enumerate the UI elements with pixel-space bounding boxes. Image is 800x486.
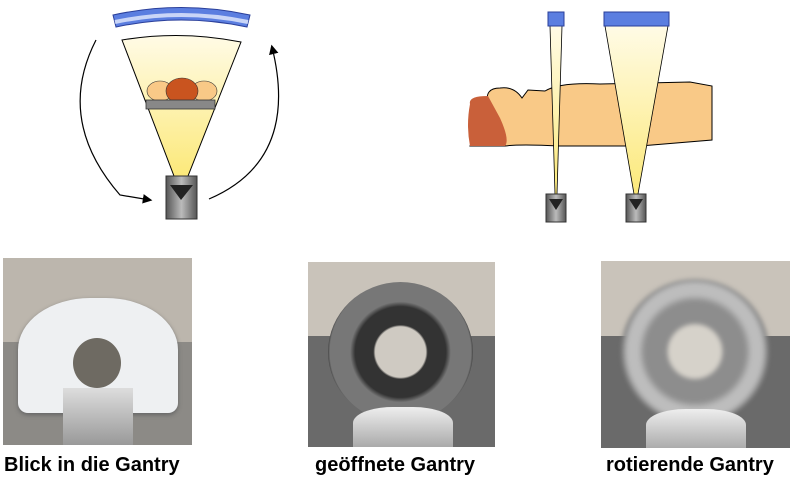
caption-gantry-view: Blick in die Gantry xyxy=(4,454,180,476)
photo-rotating-gantry xyxy=(601,261,790,448)
detector-wide xyxy=(603,11,670,27)
detector-narrow xyxy=(547,11,565,27)
patient-head xyxy=(468,96,507,146)
caption-rotating-gantry: rotierende Gantry xyxy=(606,454,774,476)
photo-ct-scanner-front xyxy=(3,258,192,445)
rotation-arrow-left xyxy=(79,39,153,204)
detector-arc xyxy=(112,7,251,28)
caption-open-gantry: geöffnete Gantry xyxy=(315,454,476,476)
rotation-schematic xyxy=(79,7,280,220)
rotation-arrow-right xyxy=(208,44,280,200)
lateral-schematic xyxy=(468,11,713,223)
photo-open-gantry xyxy=(308,262,495,447)
patient-table xyxy=(145,99,216,110)
